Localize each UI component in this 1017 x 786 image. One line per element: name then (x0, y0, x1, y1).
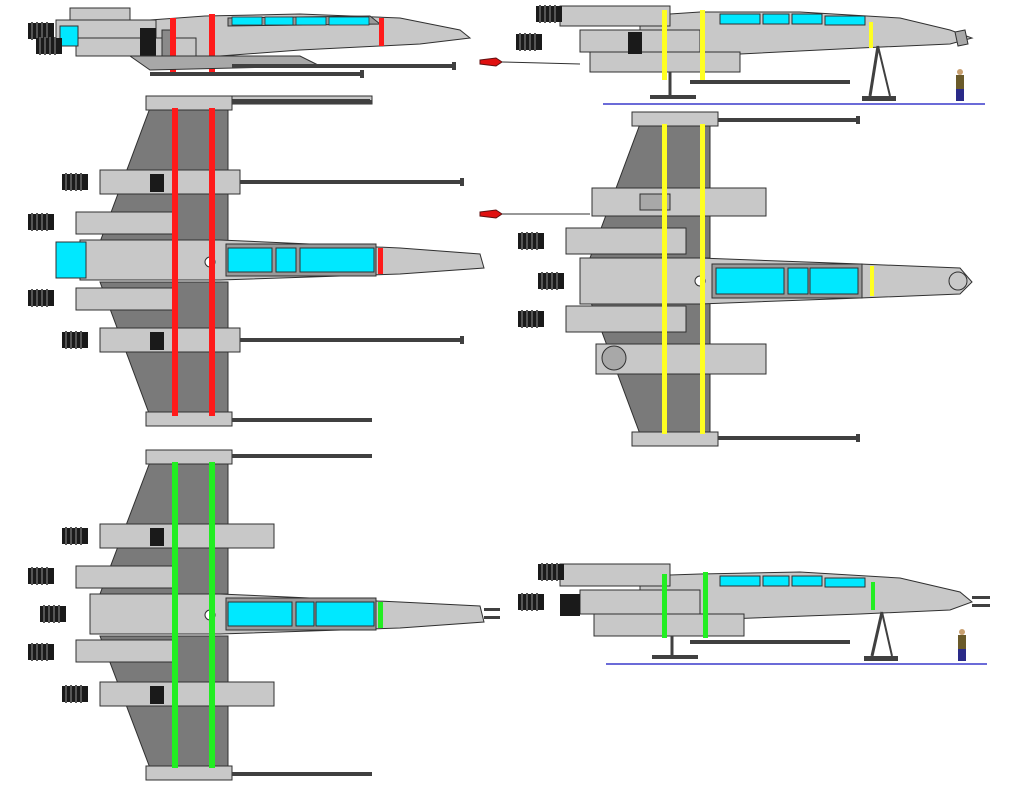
engine-nozzle-icon (538, 563, 564, 581)
torpedo-icon (479, 57, 581, 67)
engine-nozzle-icon (62, 173, 88, 191)
variant-stripe (700, 124, 705, 434)
engine-nozzle-icon (62, 331, 88, 349)
variant-stripe (209, 14, 215, 76)
variant-stripe (703, 572, 708, 638)
laser-cannon-icon (232, 100, 464, 422)
variant-stripe (378, 248, 383, 274)
variant-stripe (379, 18, 384, 46)
variant-stripe (172, 108, 178, 416)
engine-nozzle-icon (28, 643, 54, 661)
variant-stripe (662, 10, 667, 80)
top-view-red (28, 95, 485, 427)
variant-stripe (662, 124, 667, 434)
engine-nozzle-icon (28, 289, 54, 307)
engine-nozzle-icon (516, 33, 542, 51)
engine-nozzle-icon (518, 593, 544, 611)
engine-nozzle-icon (62, 685, 88, 703)
engine-pod-lower (75, 37, 197, 57)
torpedo-icon (479, 209, 590, 219)
engine-nozzle-icon (36, 37, 62, 55)
engine-nozzle-icon (40, 605, 66, 623)
engine-nozzle-icon (518, 310, 544, 328)
variant-stripe (209, 462, 215, 768)
variant-stripe (172, 462, 178, 768)
engine-nozzle-icon (28, 213, 54, 231)
bottom-view-yellow (518, 111, 973, 447)
variant-stripe (170, 18, 176, 76)
engine-nozzle-icon (62, 527, 88, 545)
variant-stripe (870, 266, 874, 296)
laser-cannon-icon (718, 116, 860, 442)
engine-nozzle-icon (536, 5, 562, 23)
pilot-figure-icon (956, 69, 964, 101)
engine-nozzle-icon (538, 272, 564, 290)
engine-nozzle-icon (518, 232, 544, 250)
variant-stripe (378, 602, 383, 628)
variant-stripe (869, 22, 873, 48)
side-view-red (28, 7, 472, 105)
variant-stripe (662, 574, 667, 638)
landing-gear (652, 611, 898, 661)
variant-stripe (700, 10, 705, 80)
landing-gear (650, 29, 969, 101)
variant-stripe (209, 108, 215, 416)
side-view-yellow (516, 5, 985, 105)
engine-nozzle-icon (28, 567, 54, 585)
variant-stripe (871, 582, 875, 610)
pilot-figure-icon (958, 629, 966, 661)
top-view-green (28, 449, 500, 781)
side-view-green (518, 563, 990, 665)
laser-cannon-icon (232, 454, 372, 776)
